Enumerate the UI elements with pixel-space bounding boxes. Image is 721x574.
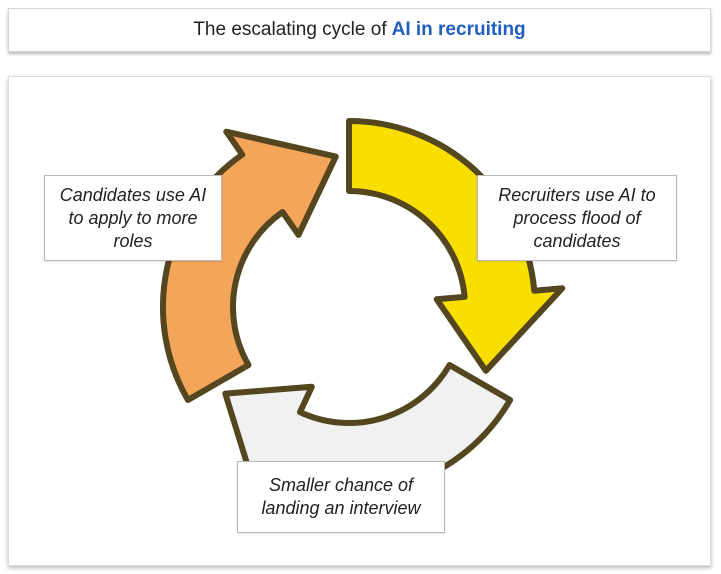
title-highlight: AI in recruiting [391,19,526,40]
arrow-recruiters [346,118,566,374]
label-smaller-chance: Smaller chance of landing an interview [237,461,445,533]
arrow-candidates [159,128,339,403]
label-candidates: Candidates use AI to apply to more roles [44,175,222,261]
label-recruiters: Recruiters use AI to process flood of ca… [477,175,677,261]
cycle-diagram-panel: Candidates use AI to apply to more roles… [8,76,711,566]
title-banner: The escalating cycle of AI in recruiting [8,8,711,52]
title-prefix: The escalating cycle of [193,19,387,40]
